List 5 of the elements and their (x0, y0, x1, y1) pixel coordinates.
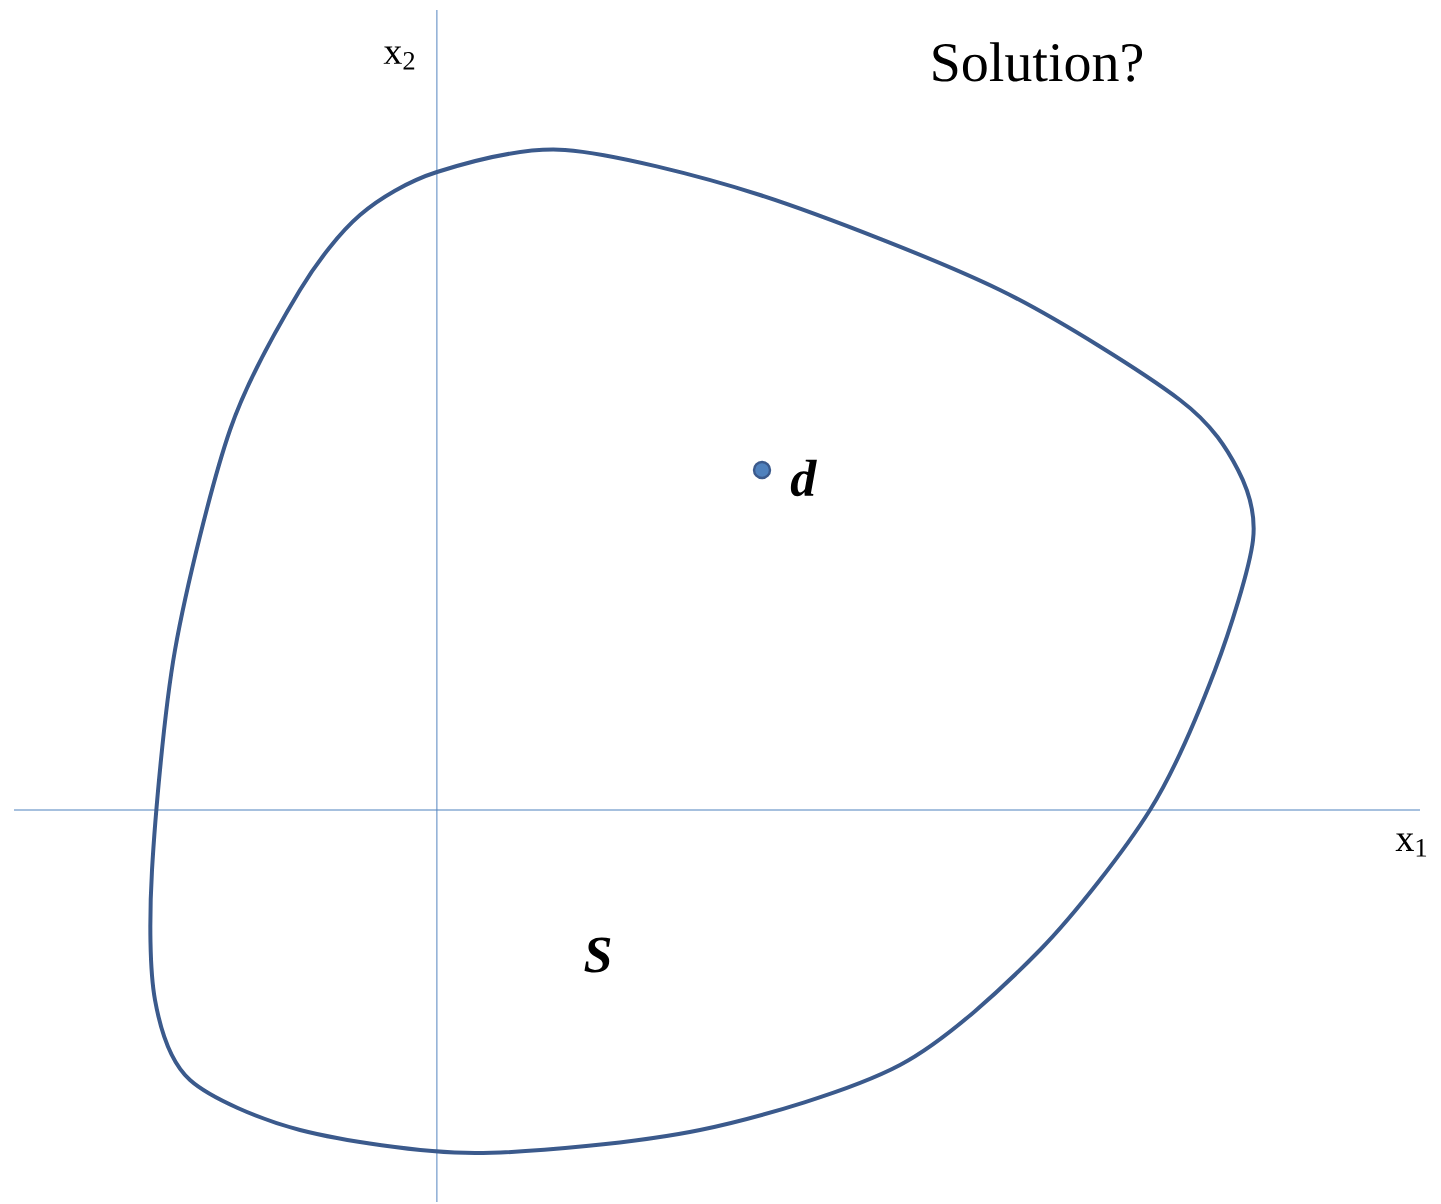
title: Solution? (933, 42, 1143, 82)
point-marker (752, 460, 772, 480)
axis-label: x$_{1}$ (1395, 833, 1427, 857)
point-label: d (790, 459, 817, 497)
axis-label: x$_{2}$ (383, 46, 415, 70)
